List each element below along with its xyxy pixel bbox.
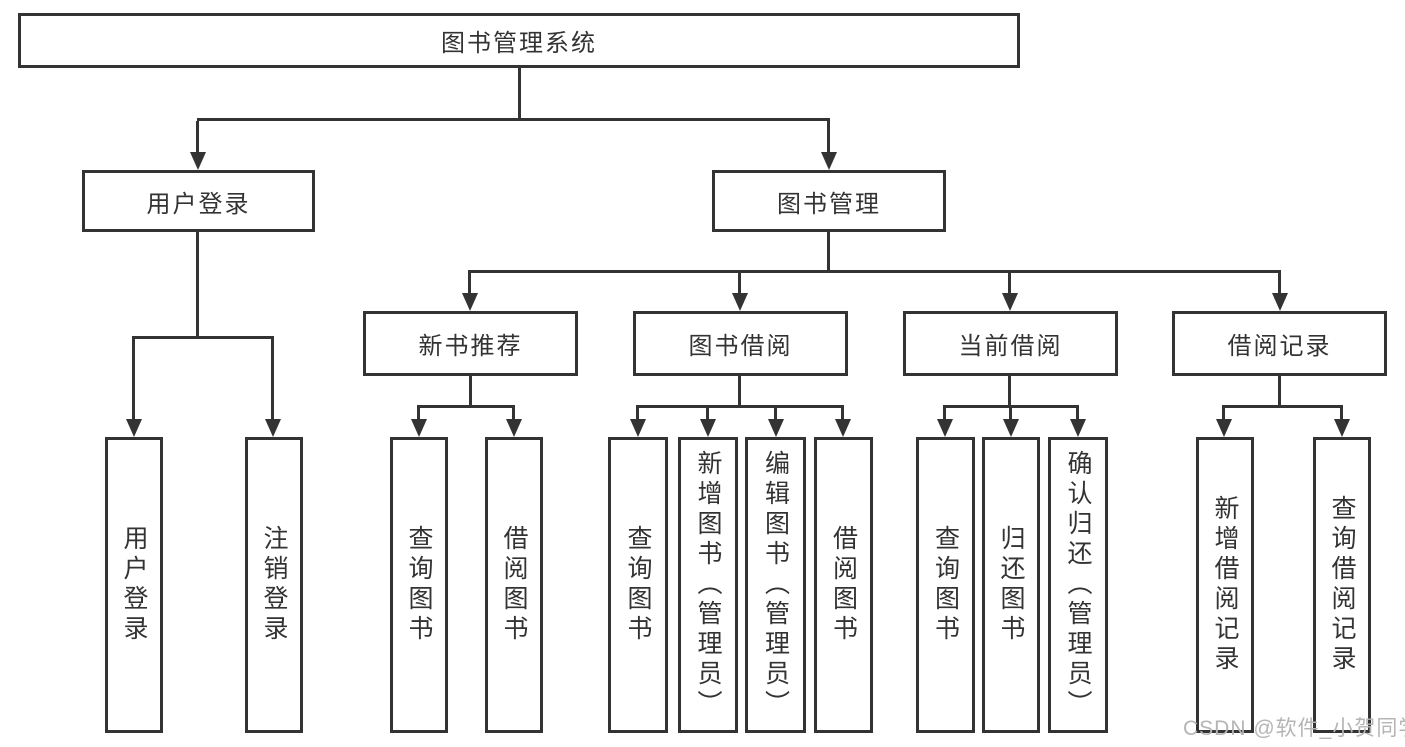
node-current-borrowing: 当前借阅 [903, 311, 1118, 376]
leaf-node-return-books: 归还图书 [982, 437, 1040, 733]
connector-line [271, 339, 274, 419]
connector-line [417, 408, 420, 419]
connector-line [706, 408, 709, 419]
arrow-down-icon [1272, 293, 1288, 311]
arrow-down-icon [1003, 419, 1019, 437]
connector-stem [1008, 376, 1011, 408]
connector-bar [417, 405, 515, 408]
connector-bar [468, 270, 1281, 273]
connector-bar [943, 405, 1079, 408]
connector-line [1009, 408, 1012, 419]
node-label: 用户登录 [120, 525, 148, 645]
leaf-node-logout: 注销登录 [245, 437, 303, 733]
node-label: 借阅图书 [829, 525, 858, 645]
connector-line [841, 408, 844, 419]
connector-line [738, 273, 741, 295]
node-label: 图书管理 [777, 190, 881, 218]
node-library-management-system: 图书管理系统 [18, 13, 1020, 68]
connector-bar [1222, 405, 1343, 408]
arrow-down-icon [1334, 419, 1350, 437]
connector-stem [738, 376, 741, 408]
node-label: 用户登录 [146, 190, 251, 218]
node-label: 借阅记录 [1227, 333, 1332, 360]
node-user-login: 用户登录 [82, 170, 315, 232]
connector-stem [1278, 376, 1281, 408]
arrow-down-icon [1002, 293, 1018, 311]
connector-line [1076, 408, 1079, 419]
connector-root-stem [518, 68, 521, 121]
arrow-down-icon [937, 419, 953, 437]
arrow-down-icon [700, 419, 716, 437]
arrow-down-icon [411, 419, 427, 437]
arrow-down-icon [126, 419, 142, 437]
leaf-node-query-books: 查询图书 [390, 437, 448, 733]
node-label: 查询图书 [931, 525, 960, 645]
leaf-node-query-borrow-record: 查询借阅记录 [1313, 437, 1371, 733]
arrow-down-icon [732, 293, 748, 311]
connector-line [468, 273, 471, 295]
node-book-management: 图书管理 [712, 170, 946, 232]
node-label: 图书借阅 [688, 333, 793, 360]
node-label: 新书推荐 [418, 333, 523, 360]
node-label: 注销登录 [260, 525, 288, 645]
connector-line [1340, 408, 1343, 419]
connector-bar [132, 336, 274, 339]
connector-line [827, 121, 830, 154]
arrow-down-icon [1070, 419, 1086, 437]
connector-line [1278, 273, 1281, 295]
node-label: 查询借阅记录 [1328, 495, 1356, 675]
connector-line [196, 121, 199, 154]
connector-root-bar [197, 118, 830, 121]
node-label: 编辑图书（管理员） [761, 450, 790, 720]
arrow-down-icon [1216, 419, 1232, 437]
connector-line [1222, 408, 1225, 419]
leaf-node-add-borrow-record: 新增借阅记录 [1196, 437, 1254, 733]
connector-stem [469, 376, 472, 408]
node-label: 确认归还（管理员） [1064, 450, 1092, 720]
node-label: 新增图书（管理员） [694, 450, 722, 720]
arrow-down-icon [506, 419, 522, 437]
connector-line [1008, 273, 1011, 295]
node-label: 新增借阅记录 [1211, 495, 1239, 675]
node-label: 当前借阅 [958, 333, 1063, 360]
node-label: 查询图书 [405, 525, 433, 645]
connector-line [512, 408, 515, 419]
arrow-down-icon [768, 419, 784, 437]
leaf-node-query-books: 查询图书 [916, 437, 975, 733]
node-label: 图书管理系统 [441, 30, 597, 57]
connector-line [636, 408, 639, 419]
node-borrowing-records: 借阅记录 [1172, 311, 1387, 376]
node-label: 查询图书 [624, 525, 652, 645]
connector-line [774, 408, 777, 419]
arrow-down-icon [462, 293, 478, 311]
leaf-node-query-books: 查询图书 [608, 437, 668, 733]
leaf-node-confirm-return-admin: 确认归还（管理员） [1048, 437, 1108, 733]
leaf-node-edit-books-admin: 编辑图书（管理员） [745, 437, 806, 733]
arrow-down-icon [835, 419, 851, 437]
node-label: 归还图书 [997, 525, 1025, 645]
arrow-down-icon [190, 152, 206, 170]
leaf-node-borrow-books: 借阅图书 [485, 437, 543, 733]
connector-line [943, 408, 946, 419]
connector-stem [827, 232, 830, 273]
arrow-down-icon [821, 152, 837, 170]
connector-bar [636, 405, 844, 408]
leaf-node-add-books-admin: 新增图书（管理员） [678, 437, 738, 733]
leaf-node-user-login: 用户登录 [105, 437, 163, 733]
connector-stem [196, 232, 199, 339]
node-book-borrowing: 图书借阅 [633, 311, 848, 376]
arrow-down-icon [265, 419, 281, 437]
arrow-down-icon [630, 419, 646, 437]
leaf-node-borrow-books: 借阅图书 [814, 437, 873, 733]
connector-line [132, 339, 135, 419]
node-label: 借阅图书 [500, 525, 528, 645]
csdn-watermark: CSDN @软件_小贺同学 [1183, 717, 1405, 740]
node-new-book-recommendation: 新书推荐 [363, 311, 578, 376]
